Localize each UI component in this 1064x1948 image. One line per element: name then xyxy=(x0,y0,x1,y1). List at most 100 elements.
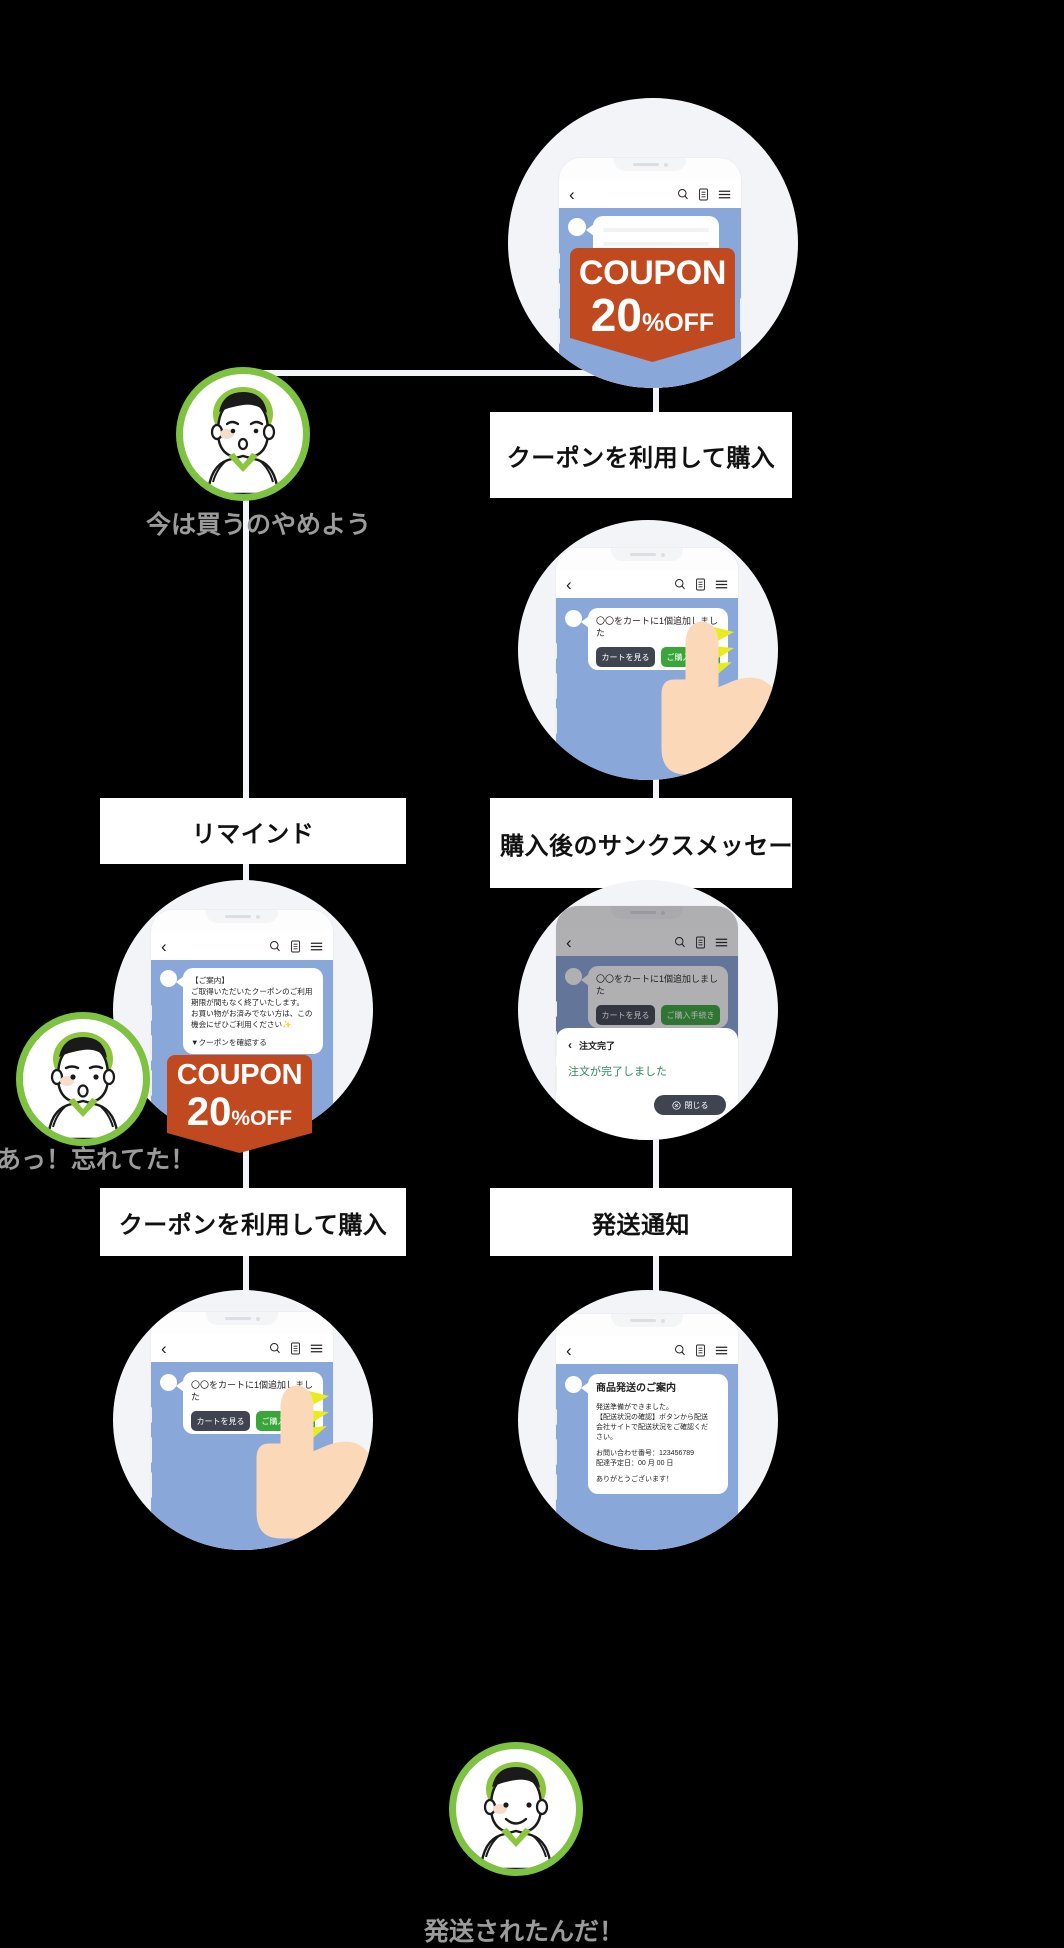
label-coupon-purchase-bottom: クーポンを利用して購入 xyxy=(100,1188,406,1256)
connector-top-horizontal xyxy=(243,370,656,376)
note-icon[interactable] xyxy=(698,188,709,201)
cart-message-text: 〇〇をカートに1個追加しました xyxy=(191,1380,314,1402)
phone-side-button xyxy=(556,1031,557,1057)
phone-topbar: ‹ xyxy=(556,928,738,956)
phone-notch xyxy=(611,1314,683,1327)
search-icon[interactable] xyxy=(269,940,281,952)
order-complete-text: 注文が完了しました xyxy=(568,1066,667,1078)
phone-side-button xyxy=(556,643,557,659)
person-avatar-shipped xyxy=(449,1742,583,1876)
hamburger-icon[interactable] xyxy=(310,1343,323,1354)
view-cart-button[interactable]: カートを見る xyxy=(596,1005,655,1026)
cart-message-text: 〇〇をカートに1個追加しました xyxy=(596,974,719,996)
phone-side-button xyxy=(559,318,560,344)
scene-cart-checkout-2: ‹ xyxy=(113,1290,373,1550)
person-avatar-forgot xyxy=(16,1012,150,1146)
front-camera xyxy=(660,552,665,557)
view-cart-button[interactable]: カートを見る xyxy=(596,647,655,668)
person-illustration-surprised xyxy=(46,1032,120,1139)
topbar-icons xyxy=(269,1342,323,1355)
speaker-grill xyxy=(632,163,659,166)
phone-topbar: ‹ xyxy=(151,932,333,960)
checkout-button[interactable]: ご購入手続き xyxy=(661,1005,720,1026)
search-icon[interactable] xyxy=(677,188,689,200)
person-illustration-happy xyxy=(479,1762,553,1869)
reminder-line-4: お買い物がお済みでない方は、この xyxy=(191,1009,313,1018)
topbar-icons xyxy=(677,188,731,201)
note-icon[interactable] xyxy=(695,936,706,949)
shipping-title: 商品発送のご案内 xyxy=(596,1383,676,1394)
hamburger-icon[interactable] xyxy=(715,937,728,948)
sender-avatar xyxy=(565,1376,582,1393)
speaker-grill xyxy=(224,1317,251,1320)
phone-side-button xyxy=(151,1005,152,1021)
note-icon[interactable] xyxy=(695,578,706,591)
search-icon[interactable] xyxy=(674,1344,686,1356)
front-camera xyxy=(663,162,668,167)
phone-side-button xyxy=(556,673,557,699)
label-thanks-message: 購入後のサンクスメッセージ xyxy=(490,798,792,888)
hamburger-icon[interactable] xyxy=(718,189,731,200)
reminder-line-1: 【ご案内】 xyxy=(191,976,229,985)
back-icon[interactable]: ‹ xyxy=(566,574,572,594)
modal-back-icon[interactable]: ‹ xyxy=(568,1038,572,1052)
back-icon[interactable]: ‹ xyxy=(566,932,572,952)
front-camera xyxy=(255,914,260,919)
back-icon[interactable]: ‹ xyxy=(161,1338,167,1358)
reminder-line-2: ご取得いただいたクーポンのご利用 xyxy=(191,987,313,996)
label-shipping-notice: 発送通知 xyxy=(490,1188,792,1256)
connector-right-bottom xyxy=(653,1255,659,1310)
topbar-icons xyxy=(674,1344,728,1357)
back-icon[interactable]: ‹ xyxy=(569,184,575,204)
coupon-amount: 20 % OFF xyxy=(187,1092,292,1132)
phone-notch xyxy=(206,1312,278,1325)
modal-close-button[interactable]: 閉じる xyxy=(654,1095,726,1115)
phone-side-button xyxy=(559,283,560,309)
phone-notch xyxy=(614,158,686,171)
phone-side-button xyxy=(740,298,741,332)
back-icon[interactable]: ‹ xyxy=(161,936,167,956)
front-camera xyxy=(660,1318,665,1323)
bubble-placeholder-line xyxy=(603,242,709,246)
speaker-grill xyxy=(224,915,251,918)
speaker-grill xyxy=(629,1319,656,1322)
shipping-line-7: ありがとうございます！ xyxy=(596,1476,673,1484)
phone-topbar: ‹ xyxy=(151,1334,333,1362)
shipping-line-5: お問い合わせ番号：123456789 xyxy=(596,1450,695,1458)
phone-side-button xyxy=(556,1066,557,1092)
reminder-message-bubble: 【ご案内】 ご取得いただいたクーポンのご利用 期限が間もなく終了いたします。 お… xyxy=(176,968,323,1054)
phone-topbar: ‹ xyxy=(556,1336,738,1364)
phone-side-button xyxy=(556,1439,557,1465)
hamburger-icon[interactable] xyxy=(715,579,728,590)
reminder-line-6[interactable]: ▼クーポンを確認する xyxy=(191,1038,267,1047)
back-icon[interactable]: ‹ xyxy=(566,1340,572,1360)
search-icon[interactable] xyxy=(269,1342,281,1354)
shipping-line-4: さい。 xyxy=(596,1433,617,1441)
note-icon[interactable] xyxy=(290,1342,301,1355)
modal-header: ‹ 注文完了 xyxy=(568,1038,726,1052)
phone-side-button xyxy=(556,1001,557,1017)
view-cart-button[interactable]: カートを見る xyxy=(191,1411,250,1432)
search-icon[interactable] xyxy=(674,578,686,590)
coupon-off: OFF xyxy=(250,1107,293,1130)
phone-mock-order-complete: ‹ xyxy=(556,906,738,1140)
sender-avatar xyxy=(160,1374,177,1391)
phone-notch xyxy=(611,548,683,561)
coupon-card-top: COUPON 20 % OFF xyxy=(570,248,735,362)
note-icon[interactable] xyxy=(695,1344,706,1357)
phone-side-button xyxy=(151,1070,152,1096)
connector-right-phone4-down xyxy=(653,1128,659,1188)
phone-side-button xyxy=(151,1472,152,1498)
search-icon[interactable] xyxy=(674,936,686,948)
note-icon[interactable] xyxy=(290,940,301,953)
circle-x-icon xyxy=(671,1100,681,1110)
hamburger-icon[interactable] xyxy=(310,941,323,952)
shipping-line-2: 【配送状況の確認】ボタンから配送 xyxy=(596,1413,708,1421)
coupon-card-reminder: COUPON 20 % OFF xyxy=(167,1055,312,1153)
scene-shipping-notice: ‹ xyxy=(518,1290,778,1550)
order-complete-modal: ‹ 注文完了 注文が完了しました 閉じる xyxy=(556,1028,738,1140)
phone-side-button xyxy=(556,1474,557,1500)
cart-message-bubble: 〇〇をカートに1個追加しました カートを見る ご購入手続き xyxy=(581,966,728,1028)
hamburger-icon[interactable] xyxy=(715,1345,728,1356)
